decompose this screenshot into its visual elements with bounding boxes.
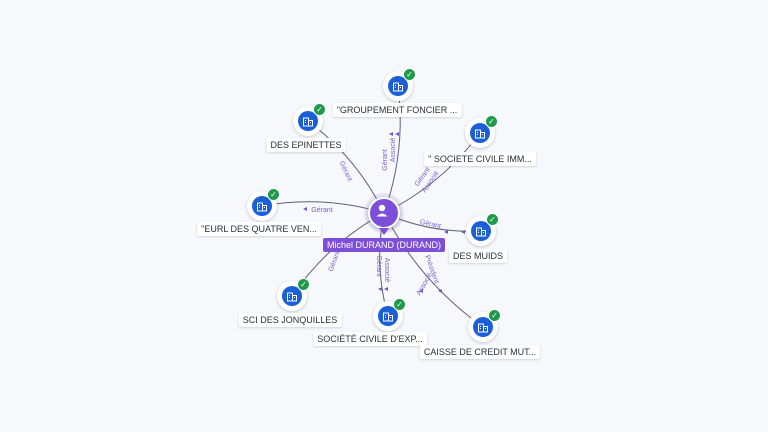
company-label-jonquilles[interactable]: SCI DES JONQUILLES bbox=[238, 313, 342, 327]
company-label-caisse[interactable]: CAISSE DE CREDIT MUT... bbox=[419, 345, 541, 359]
company-label-epinettes[interactable]: DES EPINETTES bbox=[266, 138, 346, 152]
company-node-muids[interactable]: ✓ bbox=[466, 213, 499, 246]
building-icon bbox=[378, 306, 398, 326]
check-icon: ✓ bbox=[485, 115, 498, 128]
company-node-epinettes[interactable]: ✓ bbox=[293, 103, 326, 136]
edge-arrow-caisse-1 bbox=[438, 289, 442, 293]
building-icon bbox=[298, 111, 318, 131]
check-icon: ✓ bbox=[488, 309, 501, 322]
edge-arrow-eurl-0 bbox=[303, 207, 307, 211]
center-person-label[interactable]: Michel DURAND (DURAND) bbox=[322, 238, 446, 252]
company-node-sci-imm[interactable]: ✓ bbox=[465, 115, 498, 148]
edge-arrow-groupement-0 bbox=[389, 132, 393, 136]
check-icon: ✓ bbox=[393, 298, 406, 311]
company-label-muids[interactable]: DES MUIDS bbox=[448, 249, 508, 263]
building-icon bbox=[282, 286, 302, 306]
building-icon bbox=[471, 221, 491, 241]
edge-arrow-caisse-0 bbox=[419, 289, 423, 293]
company-node-jonquilles[interactable]: ✓ bbox=[277, 278, 310, 311]
edge-label-exp-1: Associé bbox=[383, 258, 390, 283]
check-icon: ✓ bbox=[403, 68, 416, 81]
check-icon: ✓ bbox=[297, 278, 310, 291]
check-icon: ✓ bbox=[267, 188, 280, 201]
building-icon bbox=[470, 123, 490, 143]
company-node-caisse[interactable]: ✓ bbox=[468, 309, 501, 342]
check-icon: ✓ bbox=[486, 213, 499, 226]
company-label-groupement[interactable]: "GROUPEMENT FONCIER ... bbox=[332, 103, 462, 117]
edge-label-eurl-0: Gérant bbox=[311, 207, 332, 214]
center-node-pointer bbox=[379, 228, 389, 235]
edge-label-groupement-1: Associé bbox=[390, 138, 397, 163]
edge-arrow-muids-1 bbox=[461, 230, 465, 234]
company-node-eurl[interactable]: ✓ bbox=[247, 188, 280, 221]
edge-arrow-muids-0 bbox=[444, 230, 448, 234]
edge-label-epinettes-0: Gérant bbox=[338, 160, 353, 182]
edge-arrow-exp-1 bbox=[384, 287, 388, 291]
company-node-groupement[interactable]: ✓ bbox=[383, 68, 416, 101]
edge-arrow-exp-0 bbox=[378, 287, 382, 291]
center-person-node[interactable] bbox=[368, 197, 400, 229]
edge-label-muids-0: Gérant bbox=[419, 219, 441, 230]
edge-caisse bbox=[383, 212, 484, 328]
building-icon bbox=[388, 76, 408, 96]
edge-label-groupement-0: Gérant bbox=[382, 149, 389, 170]
building-icon bbox=[252, 196, 272, 216]
person-icon bbox=[376, 204, 388, 217]
edge-arrow-groupement-1 bbox=[395, 132, 399, 136]
company-label-sci-imm[interactable]: " SOCIETE CIVILE IMM... bbox=[424, 152, 536, 166]
check-icon: ✓ bbox=[313, 103, 326, 116]
company-label-exp[interactable]: SOCIÉTÉ CIVILE D'EXP... bbox=[313, 332, 427, 346]
edge-label-exp-0: Gérant bbox=[375, 255, 382, 276]
edge-label-caisse-1: Associé bbox=[416, 272, 434, 297]
company-node-exp[interactable]: ✓ bbox=[373, 298, 406, 331]
building-icon bbox=[473, 317, 493, 337]
edge-label-jonquilles-0: Gérant bbox=[328, 250, 342, 273]
company-label-eurl[interactable]: "EURL DES QUATRE VEN... bbox=[197, 222, 321, 236]
